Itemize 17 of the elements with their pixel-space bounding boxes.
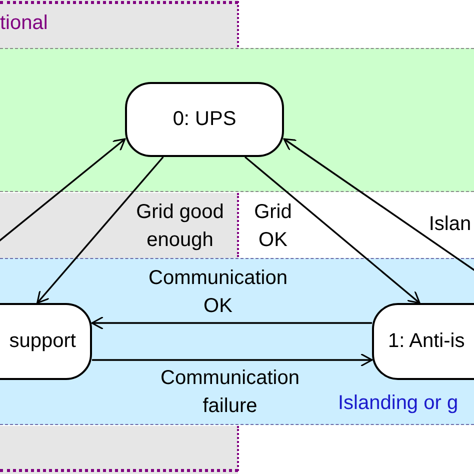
region-label: Islanding or g	[338, 392, 458, 415]
transition-arrow	[91, 316, 372, 330]
transition-arrow	[92, 353, 373, 367]
region-label: tional	[0, 12, 48, 35]
state-label: 0: UPS	[172, 108, 236, 131]
edge-label: Grid OK	[253, 200, 293, 253]
edge-label: Communication OK	[148, 266, 288, 319]
transition-arrow	[0, 138, 126, 243]
state-label: support	[9, 330, 76, 353]
state-label: 1: Anti-is	[388, 330, 465, 353]
state-box	[125, 82, 284, 157]
edge-label: Islan	[428, 212, 472, 237]
transition-arrow	[283, 138, 474, 273]
edge-label: Communication failure	[160, 366, 300, 419]
edge-label: Grid good enough	[135, 200, 225, 253]
transition-arrow	[36, 156, 164, 304]
transition-arrow	[244, 156, 420, 304]
